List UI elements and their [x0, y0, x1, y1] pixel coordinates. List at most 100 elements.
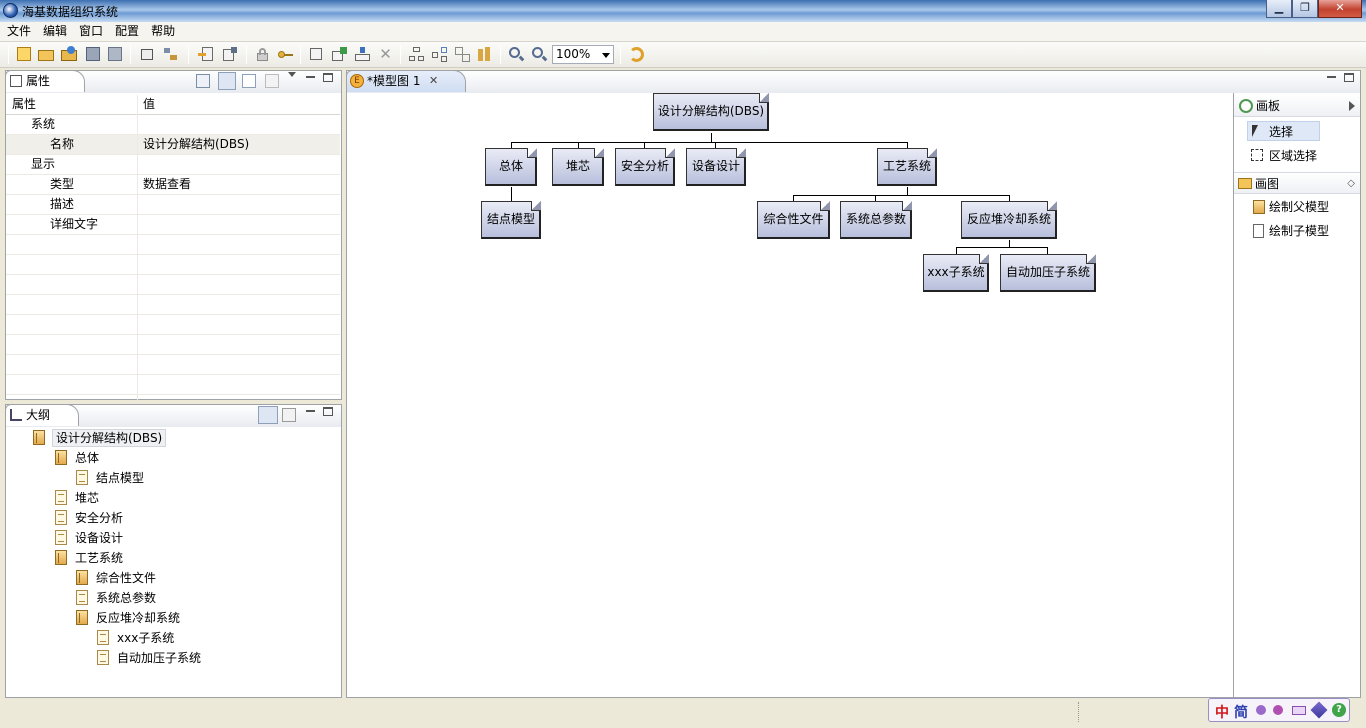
minimize-button[interactable]: ▁	[1266, 0, 1292, 18]
toolbar-separator	[300, 46, 301, 64]
column-header-value[interactable]: 值	[143, 97, 156, 111]
tool-select[interactable]: 选择	[1247, 121, 1320, 141]
ime-mode[interactable]: 简	[1234, 705, 1248, 721]
tab-close-icon[interactable]: ✕	[429, 74, 439, 87]
export-icon[interactable]	[222, 46, 239, 63]
tool-marquee[interactable]: 区域选择	[1248, 146, 1348, 166]
show-categories-icon[interactable]	[196, 74, 210, 88]
toolbar-separator	[8, 46, 9, 64]
diagram-node[interactable]: 总体	[485, 148, 537, 186]
layout-compact-icon[interactable]	[454, 46, 471, 63]
ime-keyboard-icon[interactable]	[1292, 706, 1306, 715]
view-menu-icon[interactable]	[288, 72, 296, 77]
diagram-node[interactable]: 系统总参数	[840, 201, 912, 239]
diagram-canvas[interactable]: 设计分解结构(DBS) 总体 堆芯 安全分析 设备设计 工艺系统 结点模型 综合…	[347, 93, 1233, 697]
add-node-icon[interactable]	[331, 46, 348, 63]
diagram-node[interactable]: 自动加压子系统	[1000, 254, 1096, 292]
clear-icon[interactable]	[139, 46, 156, 63]
maximize-button[interactable]: ❐	[1292, 0, 1318, 18]
menu-file[interactable]: 文件	[7, 24, 32, 38]
open-folder-icon[interactable]	[38, 46, 55, 63]
toolbar-separator	[130, 46, 131, 64]
close-button[interactable]: ✕	[1318, 0, 1362, 18]
minimize-icon[interactable]	[306, 76, 315, 78]
table-row[interactable]: 名称设计分解结构(DBS)	[6, 135, 340, 155]
lock-icon[interactable]	[254, 46, 271, 63]
zoom-out-icon[interactable]	[531, 46, 548, 63]
table-row	[6, 255, 340, 275]
outline-overview-icon[interactable]	[282, 408, 296, 422]
diagram-file-icon: E	[350, 74, 364, 88]
fit-icon[interactable]	[308, 46, 325, 63]
tool-draw-parent[interactable]: 绘制父模型	[1250, 197, 1350, 217]
tab-outline[interactable]: 大纲	[5, 404, 79, 426]
menu-help[interactable]: 帮助	[151, 24, 176, 38]
maximize-icon[interactable]	[323, 406, 333, 416]
table-row[interactable]: 显示	[6, 155, 340, 175]
restore-default-icon[interactable]	[265, 74, 279, 88]
menu-window[interactable]: 窗口	[79, 24, 104, 38]
delete-icon[interactable]: ✕	[379, 45, 392, 63]
open-project-icon[interactable]	[61, 46, 78, 63]
import-icon[interactable]	[198, 46, 215, 63]
maximize-icon[interactable]	[1344, 72, 1354, 82]
outline-panel-header	[6, 405, 341, 427]
status-separator	[1078, 702, 1080, 722]
ime-punct-icon[interactable]	[1256, 705, 1266, 715]
filter-icon[interactable]	[242, 74, 256, 88]
new-icon[interactable]	[16, 46, 33, 63]
diagram-node[interactable]: 反应堆冷却系统	[961, 201, 1057, 239]
insert-node-icon[interactable]	[354, 46, 371, 63]
maximize-icon[interactable]	[323, 72, 333, 82]
diagram-node[interactable]: 堆芯	[552, 148, 604, 186]
ime-moon-icon[interactable]	[1273, 705, 1283, 715]
drawer-collapse-icon[interactable]: ◇	[1347, 178, 1355, 189]
tab-properties-label: 属性	[26, 74, 51, 88]
ime-tools-icon[interactable]	[1310, 701, 1328, 719]
toolbar: ✕	[0, 42, 1366, 68]
show-advanced-icon[interactable]	[218, 72, 236, 90]
menu-edit[interactable]: 编辑	[43, 24, 68, 38]
menu-config[interactable]: 配置	[115, 24, 140, 38]
table-row[interactable]: 详细文字	[6, 215, 340, 235]
diagram-node[interactable]: 安全分析	[615, 148, 675, 186]
outline-tree-view-icon[interactable]	[258, 406, 278, 424]
diagram-node[interactable]: 设备设计	[686, 148, 746, 186]
edge	[711, 133, 712, 142]
palette-collapse-icon[interactable]	[1349, 101, 1355, 111]
properties-panel-header	[6, 71, 341, 93]
diagram-node[interactable]: 工艺系统	[877, 148, 937, 186]
ime-lang[interactable]: 中	[1215, 705, 1229, 721]
save-icon[interactable]	[85, 46, 102, 63]
document-icon	[76, 590, 88, 605]
diagram-node[interactable]: 综合性文件	[757, 201, 830, 239]
save-all-icon[interactable]	[107, 46, 124, 63]
toolbar-separator	[400, 46, 401, 64]
layout-tree-icon[interactable]	[408, 46, 425, 63]
tree-icon[interactable]	[162, 46, 179, 63]
diagram-node[interactable]: 结点模型	[481, 201, 541, 239]
document-icon	[55, 530, 67, 545]
align-icon[interactable]	[477, 46, 494, 63]
table-row	[6, 375, 340, 395]
column-header-property[interactable]: 属性	[6, 95, 138, 115]
zoom-in-icon[interactable]	[508, 46, 525, 63]
ime-toolbar[interactable]: 中 简 ?	[1208, 698, 1350, 722]
minimize-icon[interactable]	[1327, 76, 1336, 78]
table-row[interactable]: 描述	[6, 195, 340, 215]
tab-properties[interactable]: 属性	[5, 70, 85, 92]
table-row[interactable]: 系统	[6, 115, 340, 135]
table-row[interactable]: 类型数据查看	[6, 175, 340, 195]
sync-icon[interactable]	[628, 46, 645, 63]
minimize-icon[interactable]	[306, 410, 315, 412]
zoom-select[interactable]: 100%	[552, 45, 614, 64]
diagram-node-root[interactable]: 设计分解结构(DBS)	[653, 93, 769, 131]
tool-draw-child[interactable]: 绘制子模型	[1250, 221, 1350, 241]
ime-help-icon[interactable]: ?	[1332, 703, 1346, 717]
layout-branch-icon[interactable]	[431, 46, 448, 63]
palette-header: 画板	[1234, 95, 1360, 117]
tab-model-diagram[interactable]: E *模型图 1 ✕	[346, 70, 466, 92]
key-icon[interactable]	[277, 46, 294, 63]
palette-drawer-header[interactable]: 画图 ◇	[1234, 172, 1360, 194]
diagram-node[interactable]: xxx子系统	[923, 254, 989, 292]
